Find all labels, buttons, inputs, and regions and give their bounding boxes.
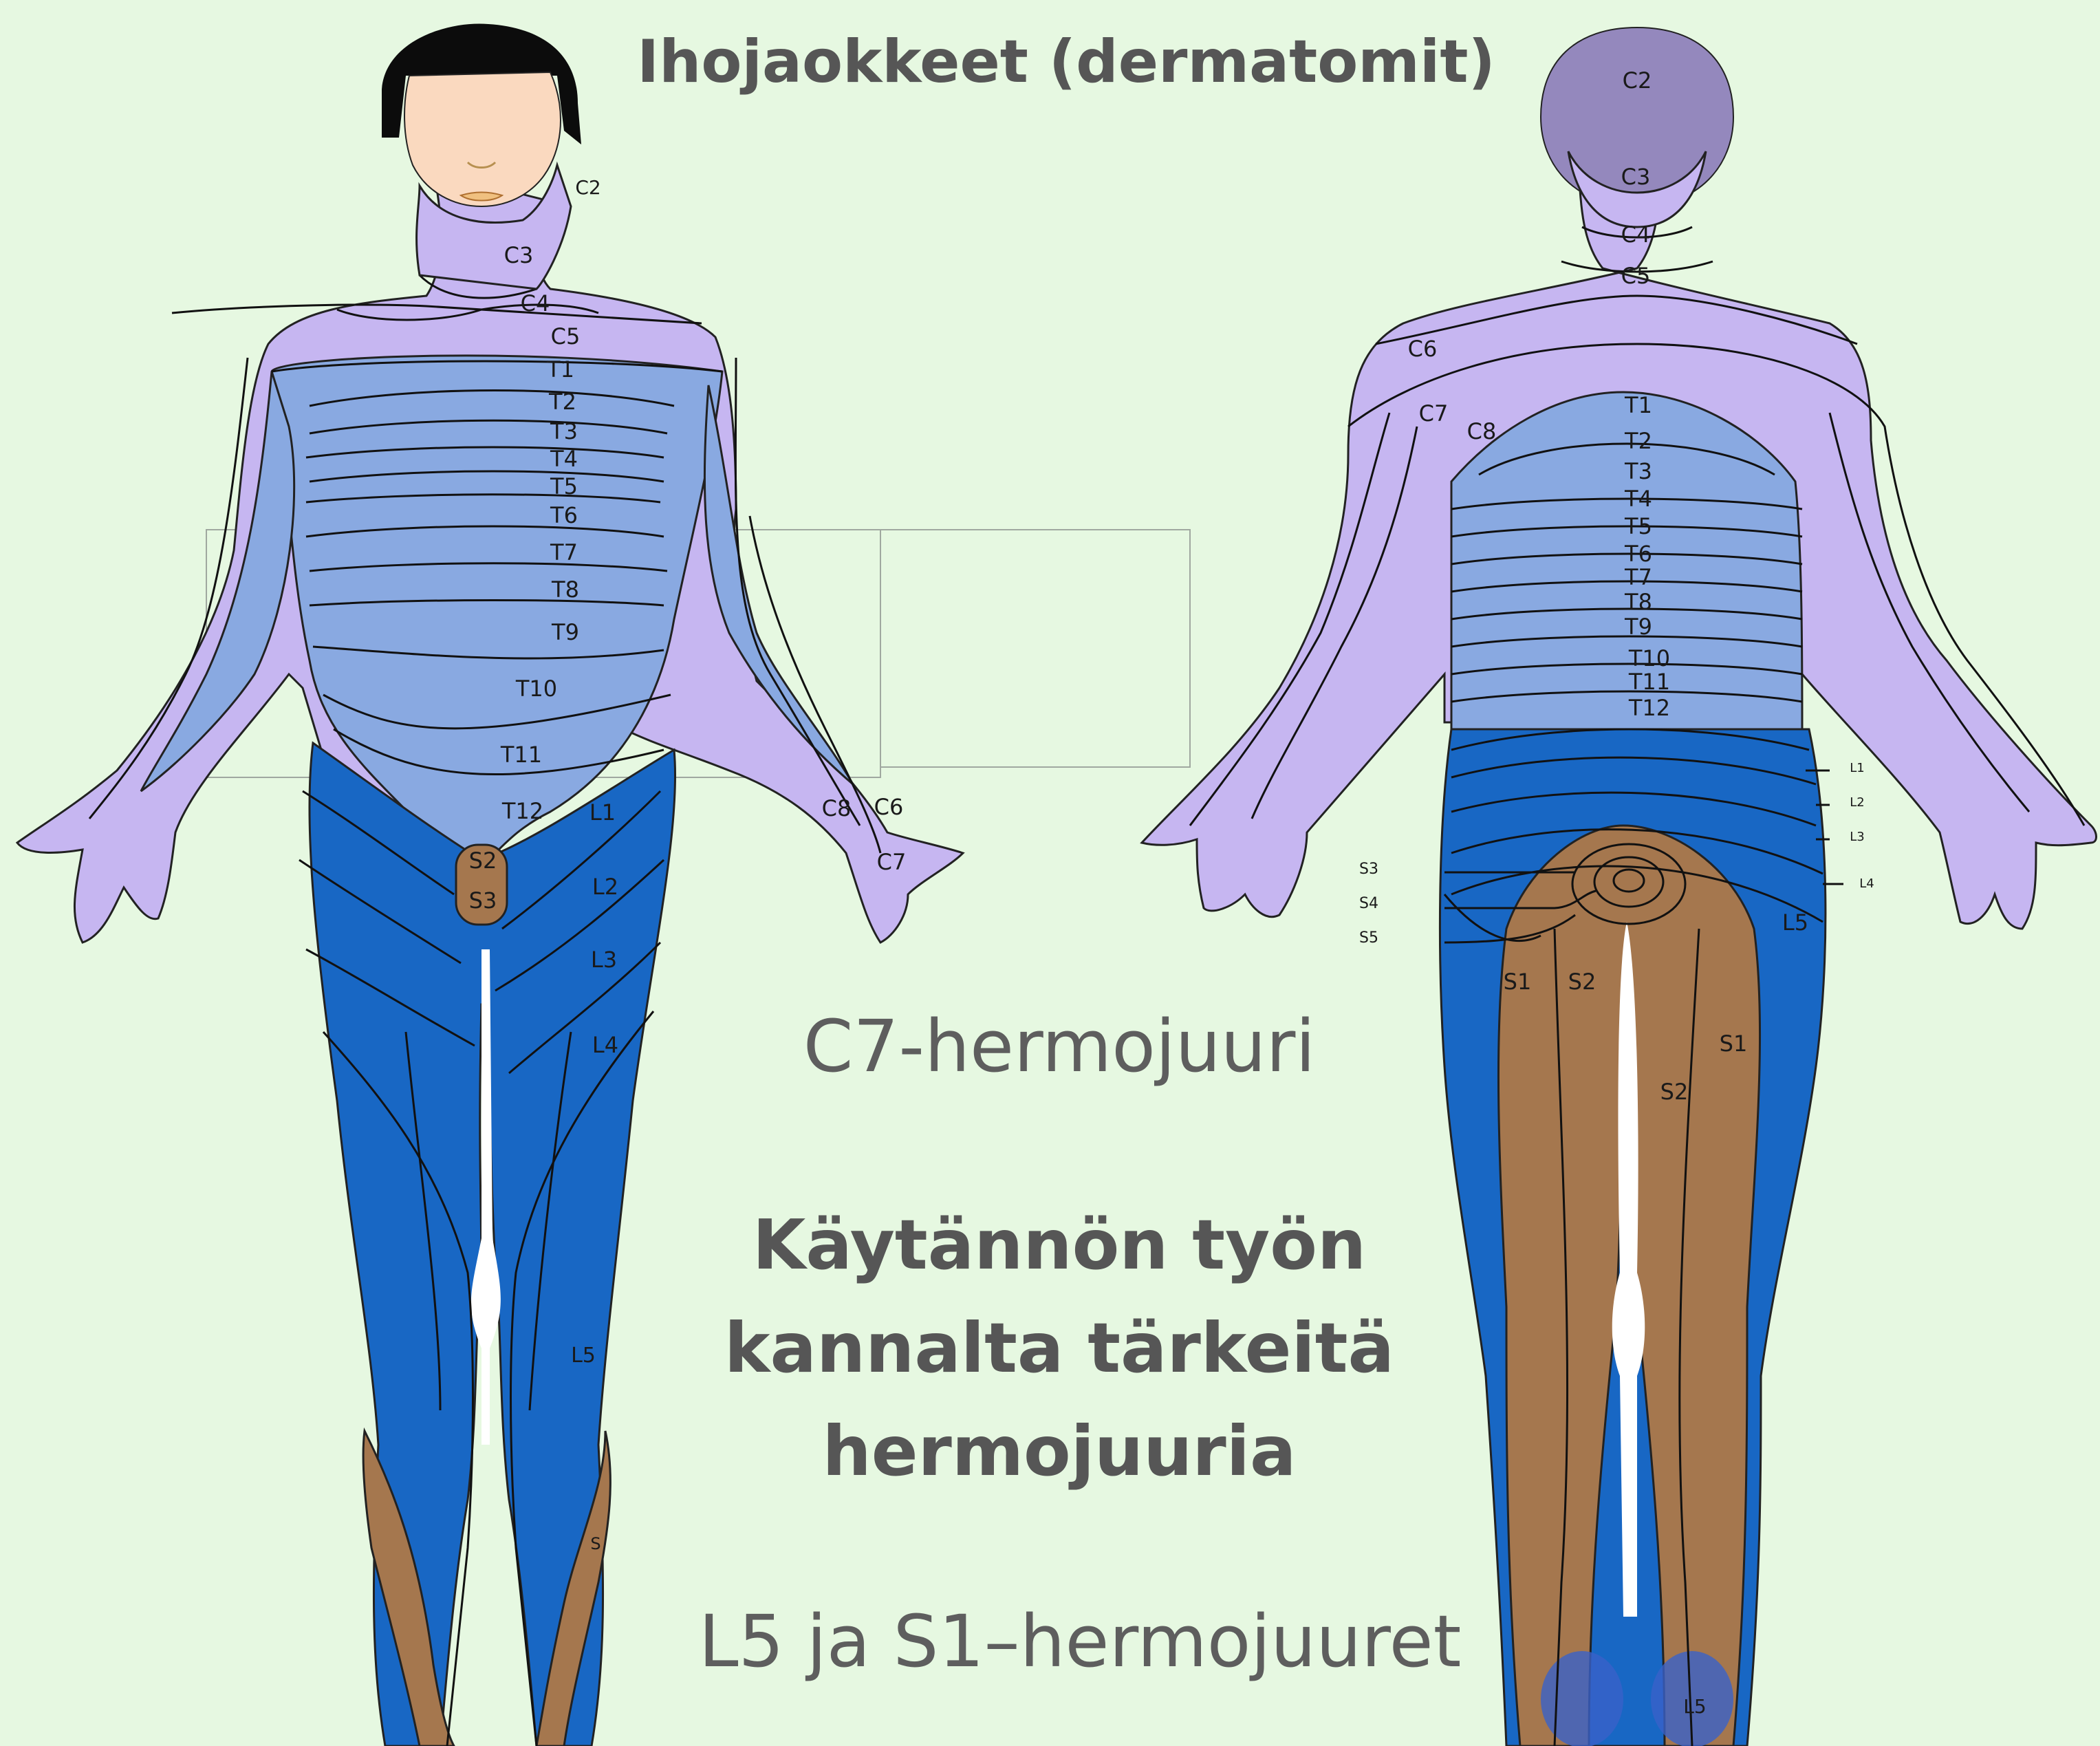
front-label-l4: L4	[592, 1032, 618, 1058]
back-label-s2-left: S2	[1568, 969, 1596, 995]
front-label-l3: L3	[591, 947, 617, 973]
back-label-s2-right: S2	[1660, 1079, 1689, 1105]
heading-line-2: kannalta tärkeitä	[688, 1297, 1431, 1400]
front-label-c8: C8	[822, 795, 852, 821]
back-label-t11: T11	[1628, 669, 1670, 695]
front-label-l1: L1	[589, 799, 616, 826]
back-label-l1: L1	[1850, 761, 1864, 775]
front-label-t8: T8	[551, 576, 579, 603]
back-label-c2: C2	[1623, 67, 1652, 94]
back-label-s1-right: S1	[1720, 1031, 1748, 1057]
front-label-s3: S3	[469, 887, 497, 914]
back-label-s1-left: S1	[1504, 969, 1532, 995]
back-label-t4: T4	[1624, 486, 1652, 512]
front-label-c5: C5	[551, 323, 581, 349]
front-label-c4: C4	[521, 290, 550, 316]
front-label-t6: T6	[550, 502, 578, 528]
front-label-l5: L5	[571, 1344, 596, 1368]
back-label-t7: T7	[1624, 564, 1652, 590]
back-label-t6: T6	[1624, 541, 1652, 567]
front-label-c7: C7	[877, 849, 907, 875]
back-label-c3: C3	[1621, 164, 1651, 190]
front-label-t2: T2	[548, 389, 576, 415]
practical-heading: Käytännön työn kannalta tärkeitä hermoju…	[688, 1194, 1431, 1503]
back-label-c5: C5	[1621, 263, 1651, 289]
front-label-t9: T9	[551, 619, 579, 645]
back-label-t5: T5	[1624, 513, 1652, 539]
back-label-t12: T12	[1628, 695, 1670, 721]
front-label-t10: T10	[515, 676, 557, 702]
front-label-t7: T7	[550, 539, 578, 565]
front-label-t1: T1	[546, 356, 574, 382]
front-label-t4: T4	[550, 446, 578, 472]
heading-line-1: Käytännön työn	[688, 1194, 1431, 1297]
back-label-c6: C6	[1408, 336, 1438, 362]
front-label-c6: C6	[874, 794, 904, 820]
back-label-c7: C7	[1419, 400, 1449, 427]
front-label-t5: T5	[550, 473, 578, 499]
front-label-s-foot: S	[590, 1534, 600, 1553]
back-label-t9: T9	[1624, 614, 1652, 640]
back-label-t10: T10	[1628, 645, 1670, 671]
front-label-c2: C2	[575, 176, 600, 199]
c7-root-caption: C7-hermojuuri	[708, 1004, 1410, 1088]
back-label-t2: T2	[1624, 428, 1652, 454]
front-label-t11: T11	[500, 742, 542, 768]
heading-line-3: hermojuuria	[688, 1400, 1431, 1503]
back-label-c4: C4	[1621, 222, 1651, 248]
back-label-s5: S5	[1359, 929, 1378, 947]
front-label-t3: T3	[550, 418, 578, 444]
front-label-c3: C3	[504, 242, 534, 268]
back-label-c8: C8	[1467, 418, 1497, 444]
page-title: Ihojaokkeet (dermatomit)	[619, 28, 1513, 96]
back-label-t8: T8	[1624, 589, 1652, 615]
back-label-l5-heel: L5	[1683, 1695, 1706, 1718]
back-label-t3: T3	[1624, 458, 1652, 484]
back-label-l2: L2	[1850, 795, 1864, 810]
front-face	[404, 72, 561, 206]
back-left-heel	[1541, 1651, 1623, 1746]
back-label-t1: T1	[1624, 392, 1652, 418]
front-label-l2: L2	[592, 874, 618, 900]
back-label-s4: S4	[1359, 895, 1378, 912]
front-label-t12: T12	[501, 798, 543, 824]
back-label-l4: L4	[1859, 876, 1874, 891]
back-label-s3: S3	[1359, 861, 1378, 878]
front-label-s2: S2	[469, 848, 497, 874]
back-label-l5-hip: L5	[1782, 909, 1808, 936]
back-label-l3: L3	[1850, 830, 1864, 844]
l5-s1-roots-caption: L5 ja S1–hermojuuret	[660, 1599, 1500, 1683]
